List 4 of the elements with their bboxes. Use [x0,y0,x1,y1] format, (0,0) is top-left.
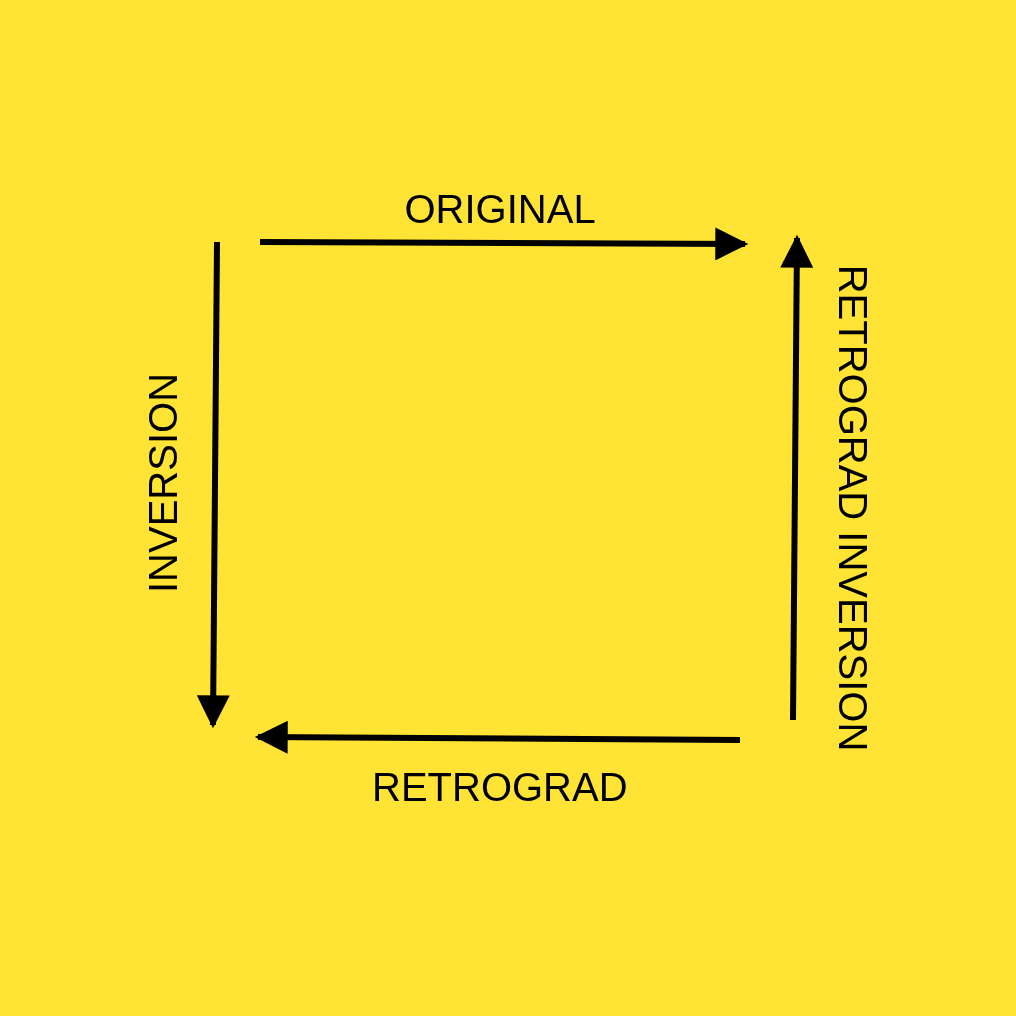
arrow-label: INVERSION [143,373,183,593]
arrow-label: ORIGINAL [404,189,596,229]
arrow-label: RETROGRAD INVERSION [832,264,873,752]
arrow-label: RETROGRAD [372,767,628,807]
